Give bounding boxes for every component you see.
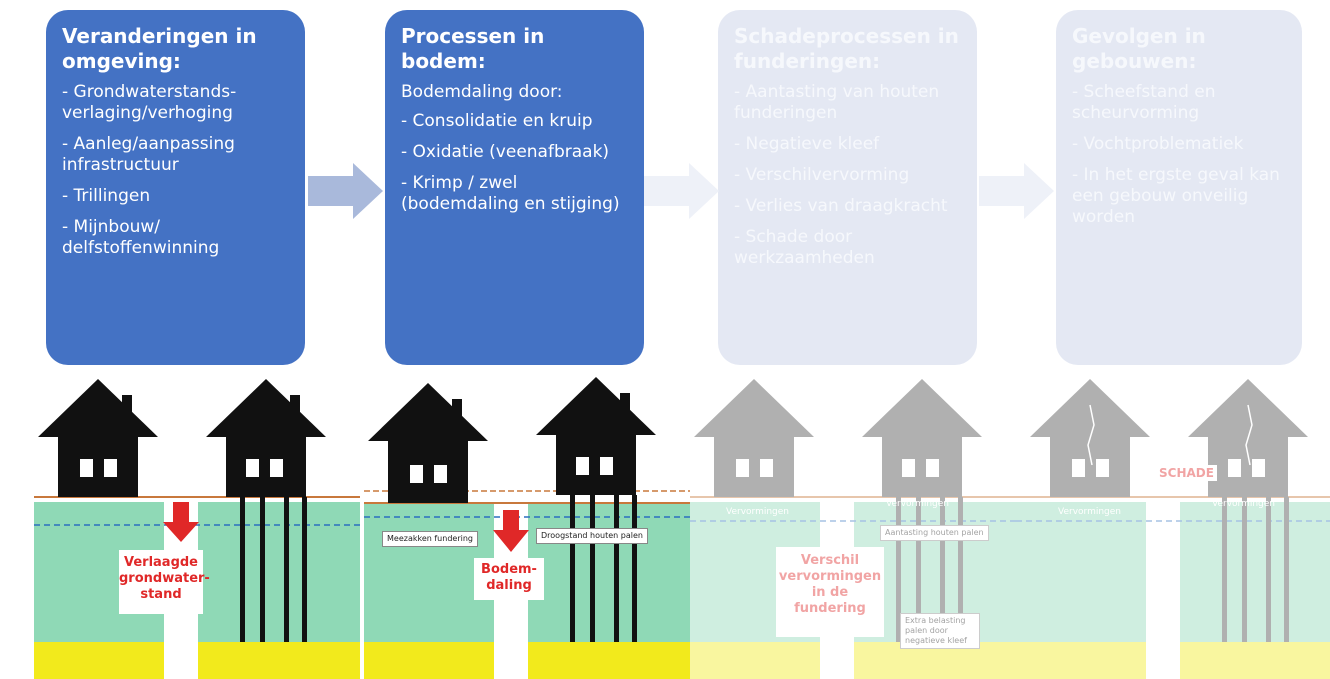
illustration-panel-2: Meezakken fundering Droogstand houten pa… <box>364 375 690 679</box>
card-item: - Scheefstand en scheurvorming <box>1072 82 1216 123</box>
label-droogstand: Droogstand houten palen <box>536 528 648 544</box>
card-item: - Verschilvervorming <box>734 165 910 185</box>
card-item: - Schade door werkzaamheden <box>734 227 875 268</box>
house-on-piles-icon <box>536 377 656 642</box>
callout-label: Verlaagde grondwater- stand <box>119 550 210 614</box>
card-title: Processen in bodem: <box>401 24 545 73</box>
card-item: - Mijnbouw/ delfstoffenwinning <box>62 217 220 258</box>
house-icon <box>694 379 814 497</box>
label-aantasting: Aantasting houten palen <box>880 525 989 541</box>
house-icon <box>368 383 488 503</box>
down-arrow-icon <box>493 510 529 552</box>
illustration-panel-1: Verlaagde grondwater- stand <box>34 375 360 679</box>
card-item: - Verlies van draagkracht <box>734 196 948 216</box>
deformation-label: Vervormingen <box>886 499 949 509</box>
card-item: - Aantasting van houten funderingen <box>734 82 940 123</box>
flow-arrow-icon <box>979 163 1054 219</box>
deformation-label: Vervormingen <box>726 507 789 517</box>
card-item: - Oxidatie (veenafbraak) <box>401 142 610 162</box>
card-item: - Negatieve kleef <box>734 134 880 154</box>
house-on-piles-icon <box>206 379 326 642</box>
label-negatieve-kleef: Extra belasting palen door negatieve kle… <box>900 613 980 649</box>
callout-label: Verschil vervormingen in de fundering <box>776 547 884 637</box>
illustration-panel-3: Vervormingen Vervormingen Aantasting hou… <box>690 375 1016 679</box>
card-title: Veranderingen in omgeving: <box>62 24 257 73</box>
down-arrow-icon <box>163 502 199 542</box>
card-bodem: Processen in bodem: Bodemdaling door: - … <box>385 10 644 365</box>
house-on-piles-icon <box>862 379 982 642</box>
house-icon <box>38 379 158 497</box>
card-title: Schadeprocessen in funderingen: <box>734 24 959 73</box>
card-title: Gevolgen in gebouwen: <box>1072 24 1206 73</box>
deformation-label: Vervormingen <box>1058 507 1121 517</box>
card-item: - Consolidatie en kruip <box>401 111 593 131</box>
card-item: - Vochtproblematiek <box>1072 134 1244 154</box>
card-subtitle: Bodemdaling door: <box>401 82 563 102</box>
deformation-label: Vervormingen <box>1212 499 1275 509</box>
schade-label: SCHADE <box>1156 465 1217 481</box>
label-meezakken: Meezakken fundering <box>382 531 478 547</box>
foundation-illustration <box>1016 379 1330 679</box>
card-funderingen: Schadeprocessen in funderingen: - Aantas… <box>718 10 977 365</box>
callout-label: Bodem- daling <box>474 558 544 600</box>
cracked-house-icon <box>1030 379 1150 497</box>
card-item: - In het ergste geval kan een gebouw onv… <box>1072 165 1280 227</box>
card-item: - Grondwaterstands-verlaging/verhoging <box>62 82 237 123</box>
foundation-illustration <box>364 377 690 679</box>
flow-arrow-icon <box>644 163 719 219</box>
foundation-illustration <box>34 379 360 679</box>
card-item: - Aanleg/aanpassing infrastructuur <box>62 134 235 175</box>
card-item: - Trillingen <box>62 186 151 206</box>
illustration-panel-4: SCHADE Vervormingen Vervormingen <box>1016 375 1330 679</box>
card-omgeving: Veranderingen in omgeving: - Grondwaters… <box>46 10 305 365</box>
card-gebouwen: Gevolgen in gebouwen: - Scheefstand en s… <box>1056 10 1302 365</box>
card-item: - Krimp / zwel (bodemdaling en stijging) <box>401 173 620 214</box>
foundation-illustration <box>690 379 1016 679</box>
flow-arrow-icon <box>308 163 383 219</box>
cracked-house-on-piles-icon <box>1188 379 1308 642</box>
